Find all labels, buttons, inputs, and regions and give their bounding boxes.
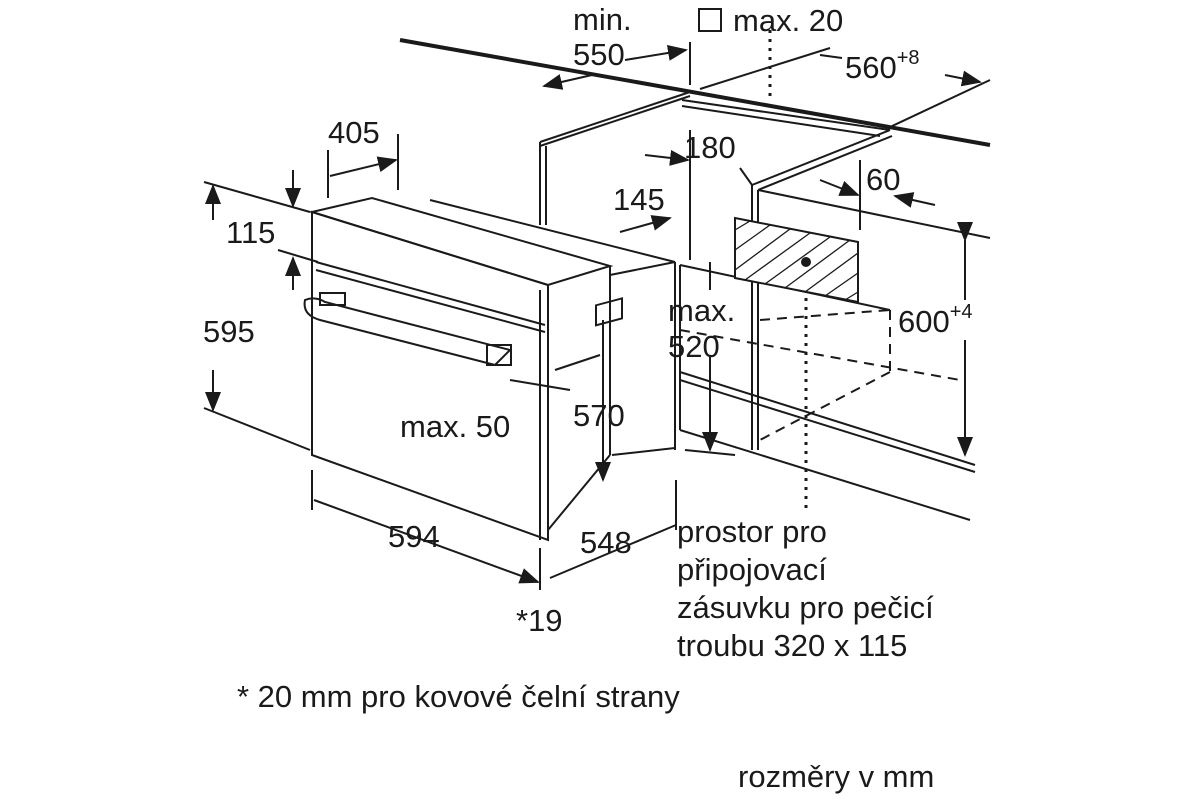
square-icon	[698, 8, 722, 32]
socket-note-line-1: prostor pro	[677, 514, 827, 549]
label-560: 560+8	[845, 47, 920, 85]
dimension-lines	[203, 42, 982, 590]
oven	[308, 196, 676, 542]
label-60: 60	[866, 162, 900, 197]
countertop	[399, 30, 991, 225]
label-520: 520	[668, 329, 720, 364]
label-max-50: max. 50	[400, 409, 510, 444]
label-115: 115	[226, 215, 275, 250]
label-max-20: max. 20	[733, 3, 843, 38]
label-19: *19	[516, 603, 563, 638]
label-405: 405	[328, 115, 380, 150]
socket-note-line-2: připojovací	[677, 552, 827, 587]
label-min: min.	[573, 2, 632, 37]
label-570: 570	[573, 398, 625, 433]
socket-note-line-3: zásuvku pro pečicí	[677, 590, 934, 625]
label-550: 550	[573, 37, 625, 72]
label-548: 548	[580, 525, 632, 560]
label-600: 600+4	[898, 301, 973, 339]
label-145: 145	[613, 182, 665, 217]
units-note: rozměry v mm	[738, 759, 934, 794]
socket-area	[734, 216, 859, 304]
oven-handle	[303, 292, 512, 367]
label-180: 180	[684, 130, 736, 165]
label-max: max.	[668, 293, 735, 328]
label-594: 594	[388, 519, 440, 554]
label-595: 595	[203, 314, 255, 349]
footnote: * 20 mm pro kovové čelní strany	[237, 679, 680, 714]
socket-note-line-4: troubu 320 x 115	[677, 628, 907, 663]
